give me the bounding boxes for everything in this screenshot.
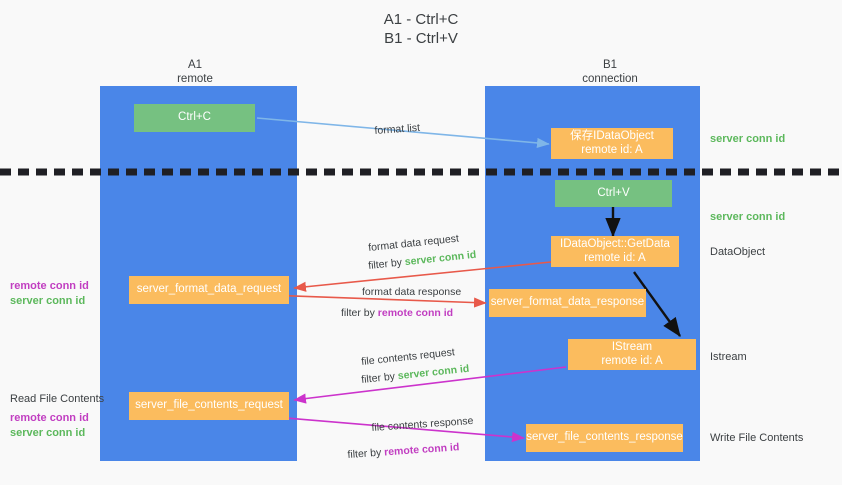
box-save-idataobject[interactable]: 保存IDataObject remote id: A bbox=[551, 128, 673, 159]
column-header-b1-sub: connection bbox=[582, 73, 638, 85]
side-label-istream: Istream bbox=[710, 351, 747, 363]
box-server-format-data-request[interactable]: server_format_data_request bbox=[129, 276, 289, 304]
filter-prefix: filter by bbox=[367, 256, 406, 273]
side-label-read-file-contents: Read File Contents bbox=[10, 393, 105, 405]
filter-value-remote-conn-id: remote conn id bbox=[383, 441, 460, 459]
annotation-file-contents-response: file contents response bbox=[371, 414, 474, 435]
filter-value-server-conn-id: server conn id bbox=[397, 362, 470, 383]
side-label-server-conn-id-1: server conn id bbox=[10, 295, 86, 307]
side-label-server-conn-id-2: server conn id bbox=[10, 427, 86, 439]
box-ctrl-c[interactable]: Ctrl+C bbox=[134, 104, 255, 132]
column-header-b1-name: B1 bbox=[602, 59, 618, 71]
column-header-b1: B1 connection bbox=[535, 58, 685, 86]
side-label-write-file-contents: Write File Contents bbox=[710, 432, 804, 444]
box-server-file-contents-response[interactable]: server_file_contents_response bbox=[526, 424, 683, 452]
annotation-format-list: format list bbox=[374, 121, 421, 138]
box-idataobject-getdata[interactable]: IDataObject::GetData remote id: A bbox=[551, 236, 679, 267]
filter-value-remote-conn-id: remote conn id bbox=[377, 307, 454, 319]
side-label-server-conn-id-top: server conn id bbox=[710, 133, 786, 145]
filter-prefix: filter by bbox=[341, 307, 378, 319]
box-server-format-data-response[interactable]: server_format_data_response bbox=[489, 289, 646, 317]
filter-prefix: filter by bbox=[360, 370, 399, 387]
page-title: A1 - Ctrl+C B1 - Ctrl+V bbox=[383, 11, 459, 47]
side-label-remote-conn-id-1: remote conn id bbox=[10, 280, 89, 292]
filter-value-server-conn-id: server conn id bbox=[404, 248, 477, 269]
box-istream[interactable]: IStream remote id: A bbox=[568, 339, 696, 370]
side-label-server-conn-id-second: server conn id bbox=[710, 211, 786, 223]
side-label-dataobject: DataObject bbox=[710, 246, 766, 258]
annotation-file-contents-response-filter: filter by remote conn id bbox=[347, 440, 460, 462]
annotation-format-data-response-filter: filter by remote conn id bbox=[341, 306, 453, 320]
filter-prefix: filter by bbox=[347, 446, 385, 462]
box-server-file-contents-request[interactable]: server_file_contents_request bbox=[129, 392, 289, 420]
column-header-a1: A1 remote bbox=[120, 58, 270, 86]
side-label-remote-conn-id-2: remote conn id bbox=[10, 412, 89, 424]
column-header-a1-sub: remote bbox=[177, 73, 213, 85]
annotation-format-data-response: format data response bbox=[362, 286, 462, 298]
box-ctrl-v[interactable]: Ctrl+V bbox=[555, 180, 672, 207]
column-header-a1-name: A1 bbox=[187, 59, 203, 71]
